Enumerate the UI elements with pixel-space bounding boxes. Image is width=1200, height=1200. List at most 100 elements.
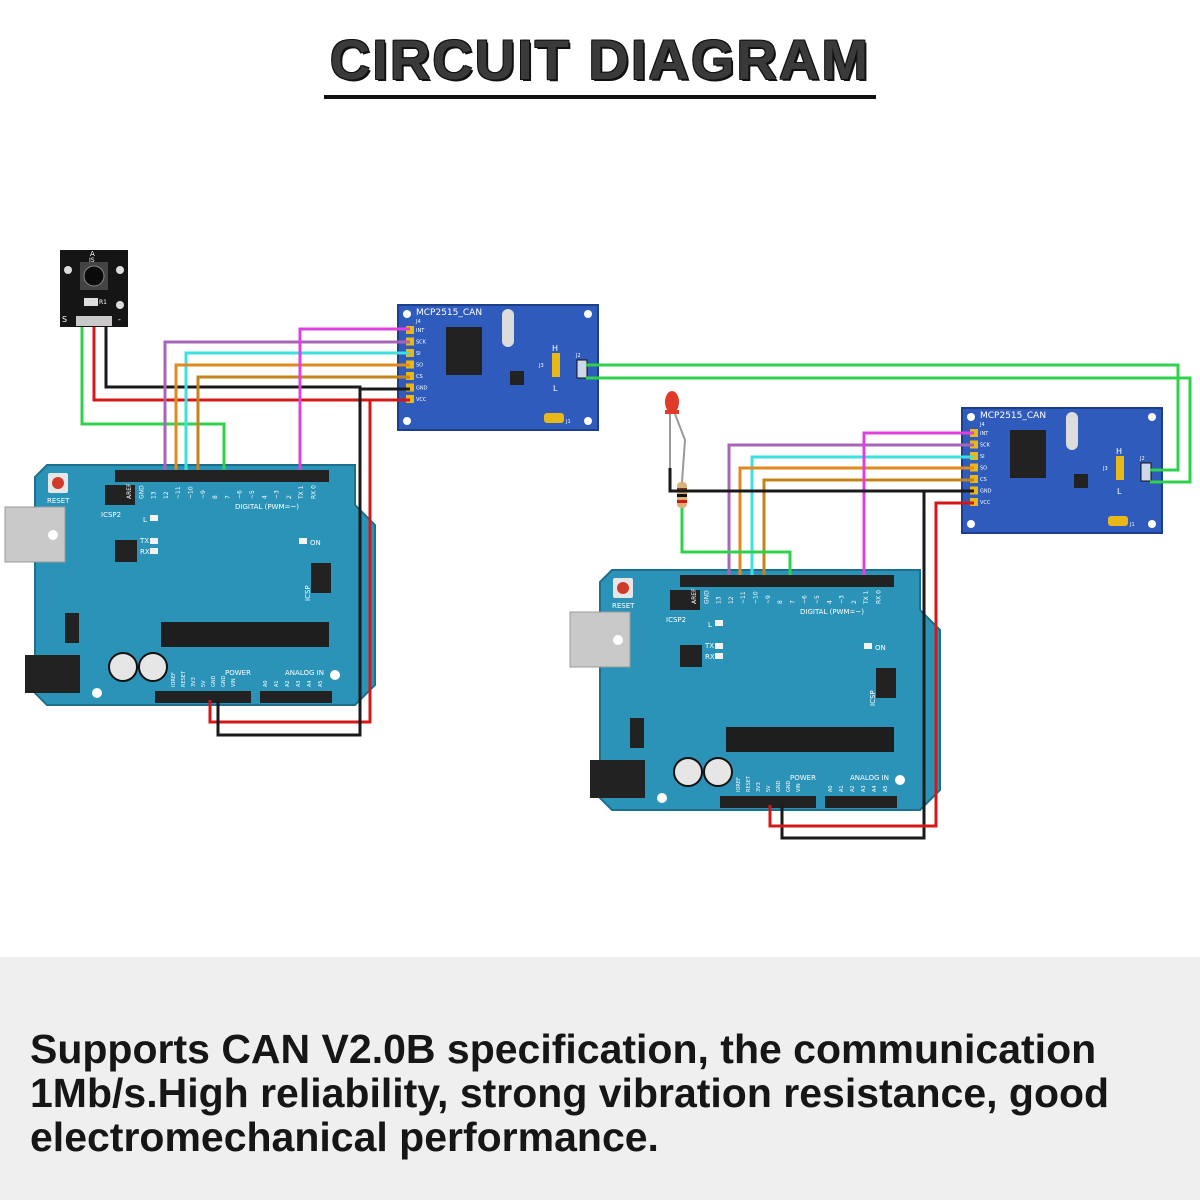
- digital-pin-label: 8: [212, 495, 219, 499]
- digital-pin-label: ~11: [175, 486, 182, 499]
- power-pin-label: RESET: [181, 670, 187, 687]
- j4-label-right: J4: [979, 422, 985, 428]
- wire-magenta-left: [298, 327, 410, 470]
- on-label-right: ON: [875, 644, 886, 652]
- wire-red-button: [92, 327, 372, 724]
- power-pin-label: 3V3: [191, 677, 197, 687]
- digital-pin-label: GND: [138, 485, 145, 499]
- analog-pin-label: A3: [296, 680, 302, 687]
- power-pin-label: IOREF: [736, 777, 742, 792]
- j2-label-right: J2: [1139, 456, 1145, 462]
- j3-label-right: J3: [1102, 466, 1108, 472]
- wire-orange-left: [174, 363, 410, 470]
- digital-pin-label: ~10: [188, 486, 195, 499]
- wire-purple-left: [163, 340, 410, 470]
- can-pin-label: GND: [416, 386, 428, 392]
- can-pin-label: VCC: [980, 500, 991, 506]
- analog-pin-label: A2: [285, 680, 291, 687]
- button-minus-label: -: [118, 315, 121, 324]
- can-pin-label: CS: [980, 477, 987, 483]
- can-module-name-right: MCP2515_CAN: [980, 411, 1046, 421]
- power-label: POWER: [225, 669, 251, 677]
- digital-pin-label: 2: [851, 600, 858, 604]
- rx-label: RX: [140, 548, 150, 556]
- analog-pin-label: A5: [318, 680, 324, 687]
- button-s-label: S: [62, 315, 67, 324]
- digital-pin-label: ~6: [802, 595, 809, 604]
- digital-pin-label: ~5: [249, 490, 256, 499]
- can-module-name: MCP2515_CAN: [416, 308, 482, 318]
- power-pin-label: RESET: [746, 775, 752, 792]
- analog-pin-label: A2: [850, 785, 856, 792]
- icsp-label: ICSP: [304, 585, 312, 601]
- analog-pin-label: A5: [883, 785, 889, 792]
- circuit-diagram: RESET ICSP2 L TX RX ON ICSP DIGITAL (PWM…: [4, 250, 1192, 840]
- rx-label-right: RX: [705, 653, 715, 661]
- wire-can-l: [586, 376, 1192, 484]
- h-label: H: [552, 344, 558, 353]
- j1-label-right: J1: [1129, 522, 1135, 528]
- digital-pin-label: ~11: [740, 591, 747, 604]
- wire-cyan-left: [184, 351, 410, 470]
- analog-pin-label: A1: [839, 785, 845, 792]
- wires: [80, 327, 1192, 840]
- digital-pin-label: 4: [261, 495, 268, 499]
- digital-pin-label: ~9: [200, 490, 207, 499]
- can-pin-label: VCC: [416, 397, 427, 403]
- push-button-module: A IS R1 S -: [60, 250, 128, 327]
- wire-can-h: [586, 363, 1180, 472]
- digital-pin-label: 8: [777, 600, 784, 604]
- wire-gnd-right: [668, 468, 974, 840]
- digital-pin-label: AREF: [691, 588, 698, 604]
- wire-orange-right: [738, 466, 974, 575]
- led-l-label: L: [143, 516, 147, 524]
- can-pin-label: SI: [980, 454, 985, 460]
- can-module-left: MCP2515_CAN J4 H L J3 J2 J1 INTSCKSISOCS…: [397, 304, 599, 431]
- can-pin-label: CS: [416, 374, 423, 380]
- caption-band: Supports CAN V2.0B specification, the co…: [0, 957, 1200, 1200]
- analog-pin-label: A0: [263, 680, 269, 687]
- icsp2-label-right: ICSP2: [666, 616, 686, 624]
- digital-pin-label: 13: [151, 491, 158, 499]
- analog-pin-label: A4: [307, 680, 313, 687]
- can-pin-label: INT: [980, 431, 989, 437]
- power-pin-label: GND: [211, 675, 217, 687]
- analog-pin-label: A4: [872, 785, 878, 792]
- button-r1-label: R1: [99, 299, 107, 306]
- digital-pin-label: ~3: [274, 490, 281, 499]
- caption-text: Supports CAN V2.0B specification, the co…: [30, 1026, 1110, 1160]
- page-title: CIRCUIT DIAGRAM: [329, 28, 871, 91]
- j1-label: J1: [565, 419, 571, 425]
- can-module-right: MCP2515_CAN J4 H L J3 J2 J1 INTSCKSISOCS…: [961, 407, 1163, 534]
- can-pin-label: SO: [980, 466, 987, 472]
- power-pin-label: 5V: [201, 680, 207, 687]
- wire-purple-right: [727, 443, 974, 575]
- arduino-board-left: RESET ICSP2 L TX RX ON ICSP DIGITAL (PWM…: [4, 464, 376, 706]
- analog-pin-label: A0: [828, 785, 834, 792]
- digital-pin-label: 4: [826, 600, 833, 604]
- wire-vcc-right: [768, 501, 974, 828]
- power-pin-label: GND: [221, 675, 227, 687]
- button-is-label: IS: [89, 257, 95, 264]
- digital-pin-label: 2: [286, 495, 293, 499]
- power-pin-label: 5V: [766, 785, 772, 792]
- digital-label: DIGITAL (PWM=~): [235, 503, 299, 511]
- wire-magenta-right: [862, 431, 974, 575]
- wire-green-button: [80, 327, 226, 470]
- can-pin-label: SI: [416, 351, 421, 357]
- analog-pin-label: A3: [861, 785, 867, 792]
- power-pin-label: 3V3: [756, 782, 762, 792]
- title-underline: [324, 95, 876, 99]
- j4-label: J4: [415, 319, 421, 325]
- power-label-right: POWER: [790, 774, 816, 782]
- digital-pin-label: 12: [163, 491, 170, 499]
- digital-pin-label: ~6: [237, 490, 244, 499]
- digital-pin-label: ~9: [765, 595, 772, 604]
- title-block: CIRCUIT DIAGRAM: [0, 28, 1200, 92]
- analog-pin-label: A1: [274, 680, 280, 687]
- digital-pin-label: 12: [728, 596, 735, 604]
- reset-label: RESET: [47, 497, 70, 505]
- can-pin-label: INT: [416, 328, 425, 334]
- digital-pin-label: AREF: [126, 483, 133, 499]
- power-pin-label: GND: [786, 780, 792, 792]
